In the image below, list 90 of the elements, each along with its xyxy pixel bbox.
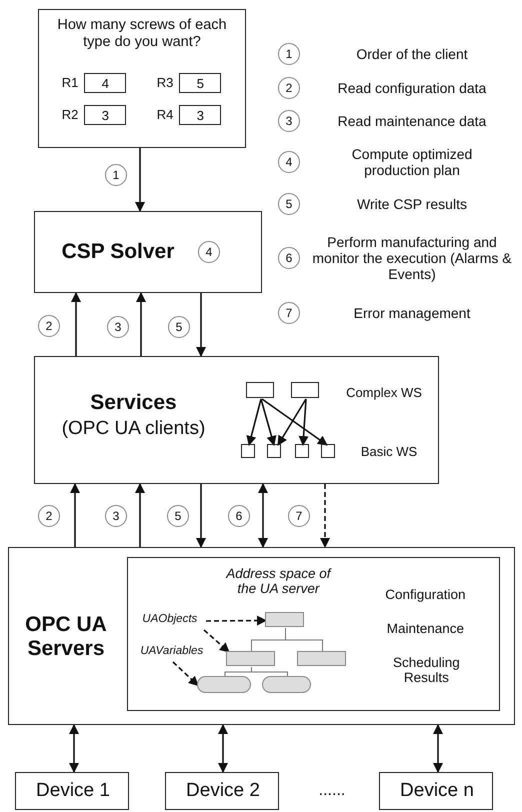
box-title: OPC UA Servers [24,612,108,662]
edge-label: 1 [105,164,127,186]
edge-label: 6 [228,505,250,527]
variable-node [196,676,251,693]
legend-text: Order of the client [355,44,469,64]
panel-title: Address space of the UA server [224,564,333,598]
arrow [69,724,79,773]
box-title: Services [89,390,178,416]
legend-text: Write CSP results [356,194,468,214]
arrow [260,398,276,446]
tree-node [296,650,346,666]
arrow [258,483,268,548]
device-box [379,772,493,810]
process-box [34,356,439,484]
callout-number: 6 [278,247,300,269]
service-box [291,382,320,398]
device-box [165,772,279,810]
data-category: Maintenance [386,620,466,638]
leader-line [172,661,199,686]
arrow [71,292,81,356]
arrow [298,398,309,446]
legend-text: Compute optimized production plan [350,144,474,180]
callout-number: 7 [278,302,300,324]
tree-connector [251,666,288,678]
callout-number: 3 [278,110,300,132]
step-number: 4 [198,241,220,263]
field-label: R1 [60,74,78,92]
box-title: CSP Solver [60,238,176,265]
device-label: Device 2 [185,779,261,804]
server-box [8,547,515,725]
callout-number: 5 [278,193,300,215]
edge-label: 5 [167,505,189,527]
annotation-text: UAObjects [141,612,198,628]
callout-number: 2 [278,77,300,99]
tree-node [226,650,275,666]
service-box [246,382,274,398]
device-label: Device 1 [35,779,111,804]
annotation-text: UAVariables [139,644,204,660]
service-box [267,444,282,458]
arrow [262,398,328,446]
field-label: R2 [60,106,78,124]
annotation-text: Complex WS [345,384,423,402]
input-field: 5 [179,73,222,94]
arrow [136,292,146,356]
edge-label: 2 [38,315,60,337]
data-category: Configuration [384,586,467,604]
callout-number: 1 [278,43,300,65]
arrow [320,484,330,548]
arrow [246,398,262,446]
legend-text: Read configuration data [336,78,488,98]
service-box [295,444,310,458]
ellipsis-text: ...... [318,780,346,801]
leader-line [203,629,230,653]
data-category: Scheduling Results [392,654,461,688]
edge-label: 7 [288,505,310,527]
field-label: R3 [156,74,174,92]
question-text: How many screws of each type do you want? [56,16,228,52]
arrow [277,398,307,446]
edge-label: 2 [38,505,60,527]
variable-node [262,676,311,693]
field-label: R4 [156,106,174,124]
device-box [15,772,129,810]
edge-label: 5 [168,316,190,338]
input-field: 3 [179,105,222,126]
legend-text: Read maintenance data [336,112,488,131]
tree-node [264,612,304,627]
legend-text: Error management [352,304,472,323]
leader-line [206,616,267,626]
device-label: Device n [399,779,475,804]
tree-connector [285,628,323,652]
service-box [321,444,336,458]
arrow [196,484,206,548]
box-subtitle: (OPC UA clients) [60,417,206,442]
input-field: 4 [84,73,126,94]
annotation-text: Basic WS [360,442,418,461]
arrow [196,293,206,357]
address-space-panel [127,557,500,712]
arrow [70,483,80,547]
edge-label: 3 [107,316,129,338]
edge-label: 3 [105,505,127,527]
service-box [241,444,256,458]
arrow [135,483,145,547]
arrow [218,724,228,773]
input-field: 3 [84,105,126,126]
question-panel [38,9,246,148]
legend-text: Perform manufacturing and monitor the execution (Alarms & Events) [312,232,512,284]
process-box [34,211,262,293]
arrow [135,148,145,212]
callout-number: 4 [278,151,300,173]
arrow [433,724,443,773]
